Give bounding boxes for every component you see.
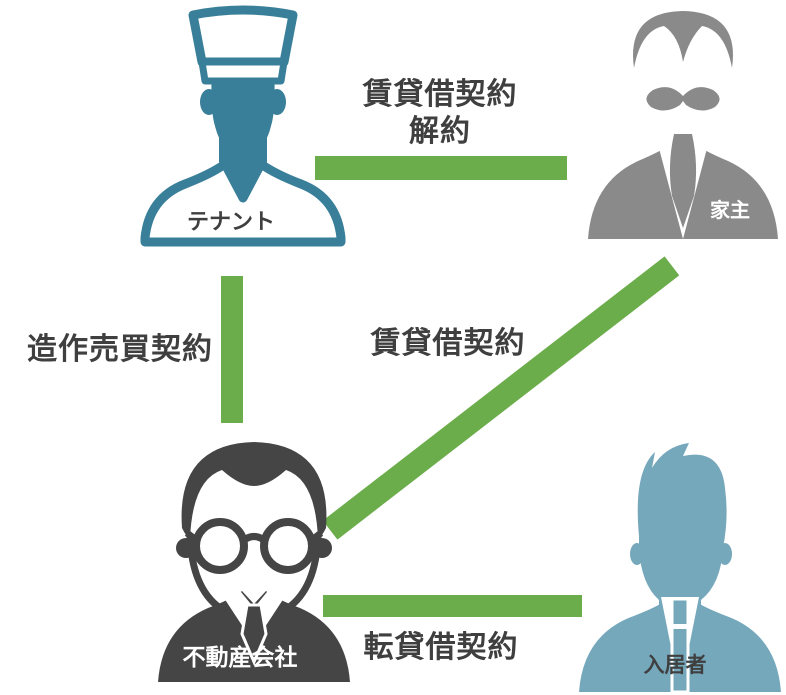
edge-label-cancel-line1: 賃貸借契約 xyxy=(362,78,518,111)
landlord-label: 家主 xyxy=(710,200,750,222)
edge-bar-sublease xyxy=(323,595,582,617)
chef-person-icon xyxy=(140,5,346,247)
edge-label-cancel: 賃貸借契約 解約 xyxy=(330,76,550,150)
edge-label-cancel-line2: 解約 xyxy=(409,115,471,148)
landlord-figure xyxy=(580,6,786,239)
edge-label-sublease: 転貸借契約 xyxy=(363,631,519,664)
edge-label-lease: 賃貸借契約 xyxy=(370,327,526,360)
young-person-icon xyxy=(579,443,781,692)
agency-label: 不動産会社 xyxy=(182,644,298,670)
tenant-label: テナント xyxy=(186,209,275,234)
resident-label: 入居者 xyxy=(643,654,707,677)
mustache-person-icon xyxy=(588,11,778,239)
edge-bar-fixture xyxy=(221,276,243,423)
agency-figure xyxy=(152,436,356,682)
edge-label-fixture: 造作売買契約 xyxy=(27,333,213,366)
resident-figure xyxy=(575,436,786,692)
tenant-figure xyxy=(133,4,353,248)
glasses-person-icon xyxy=(158,442,350,682)
edge-bar-cancel xyxy=(315,156,567,180)
